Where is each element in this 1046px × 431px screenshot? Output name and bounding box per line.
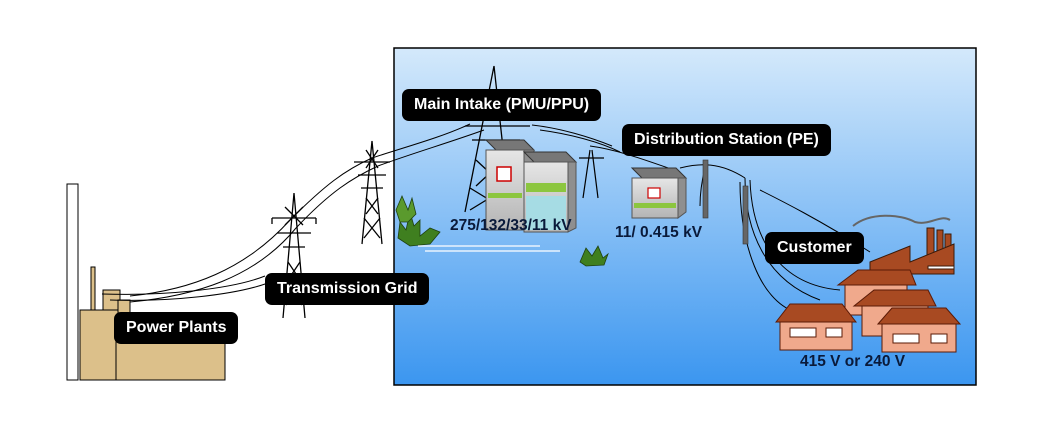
house-icon — [876, 307, 962, 353]
customer-voltage: 415 V or 240 V — [800, 353, 906, 370]
water-ripple — [418, 245, 560, 252]
distribution-voltage: 11/ 0.415 kV — [615, 224, 703, 241]
distribution-station-icon — [630, 167, 688, 219]
shrub-icon — [579, 245, 609, 267]
transmission-pylon-icon — [354, 140, 390, 245]
shrub-icon — [395, 194, 441, 247]
main-intake-substation-icon — [484, 139, 578, 233]
main-intake-voltage: 275/132/33/11 kV — [450, 217, 572, 234]
distribution-station-label: Distribution Station (PE) — [622, 124, 831, 156]
power-plants-label: Power Plants — [114, 312, 239, 344]
transmission-grid-label: Transmission Grid — [265, 273, 430, 305]
house-icon — [774, 303, 858, 351]
feeder-pole-icon — [579, 149, 604, 199]
main-intake-label: Main Intake (PMU/PPU) — [402, 89, 602, 121]
utility-pole-icon — [742, 185, 749, 245]
factory-icon — [852, 214, 955, 275]
utility-pole-icon — [702, 159, 709, 219]
customer-label: Customer — [765, 232, 864, 264]
power-plant-icon — [66, 183, 269, 381]
